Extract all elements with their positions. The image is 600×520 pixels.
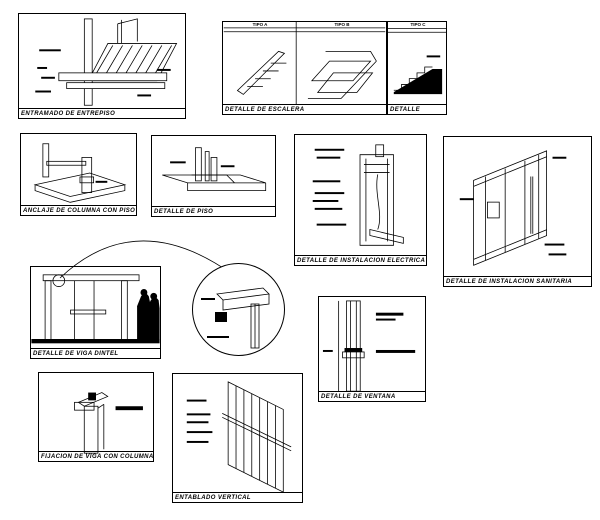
panel-entablado-vertical: ENTABLADO VERTICAL	[172, 373, 303, 503]
caption-instalacion-sanitaria: DETALLE DE INSTALACION SANITARIA	[446, 279, 573, 285]
caption-entramado-entrepiso: ENTRAMADO DE ENTREPISO	[21, 111, 116, 117]
panel-detalle-tipo-c: TIPO C DETALLE	[387, 21, 447, 115]
panel-detalle-ventana: DETALLE DE VENTANA	[318, 296, 426, 402]
zoom-connector	[59, 240, 233, 279]
zoom-detail-drawing	[201, 287, 270, 349]
panel-detalle-piso: DETALLE DE PISO	[151, 135, 276, 217]
header-tipo-c: TIPO C	[410, 22, 426, 27]
header-tipo-b: TIPO B	[334, 22, 350, 27]
panel-viga-dintel: DETALLE DE VIGA DINTEL	[30, 266, 161, 359]
caption-detalle-ventana: DETALLE DE VENTANA	[321, 394, 396, 400]
caption-instalacion-electrica: DETALLE DE INSTALACION ELECTRICA	[297, 258, 426, 264]
panel-anclaje-columna: ANCLAJE DE COLUMNA CON PISO	[20, 133, 137, 216]
entrepiso-drawing	[35, 18, 178, 106]
piso-drawing	[162, 147, 267, 192]
tipo-c-drawing	[388, 27, 446, 95]
electrica-drawing	[312, 144, 404, 246]
panel-instalacion-electrica: DETALLE DE INSTALACION ELECTRICA	[294, 134, 427, 266]
caption-fijacion-viga: FIJACION DE VIGA CON COLUMNA	[41, 454, 154, 460]
caption-viga-dintel: DETALLE DE VIGA DINTEL	[33, 351, 119, 357]
panel-fijacion-viga: FIJACION DE VIGA CON COLUMNA	[38, 372, 154, 462]
viga-dintel-drawing	[31, 274, 160, 344]
ventana-drawing	[322, 300, 416, 392]
caption-detalle: DETALLE	[390, 107, 421, 113]
escalera-drawing	[223, 22, 386, 105]
panel-detalle-escalera: TIPO A TIPO B DETALLE DE ESCALERA	[222, 21, 387, 115]
panel-entramado-entrepiso: ENTRAMADO DE ENTREPISO	[18, 13, 186, 119]
anclaje-drawing	[33, 143, 127, 203]
fijacion-drawing	[74, 392, 143, 454]
sanitaria-drawing	[459, 150, 567, 266]
panel-instalacion-sanitaria: DETALLE DE INSTALACION SANITARIA	[443, 136, 592, 287]
zoom-circle	[192, 263, 285, 356]
caption-entablado-vertical: ENTABLADO VERTICAL	[175, 495, 251, 501]
entablado-drawing	[186, 381, 292, 493]
caption-detalle-piso: DETALLE DE PISO	[154, 209, 214, 215]
caption-anclaje-columna: ANCLAJE DE COLUMNA CON PISO	[23, 208, 136, 214]
caption-detalle-escalera: DETALLE DE ESCALERA	[225, 107, 305, 113]
header-tipo-a: TIPO A	[252, 22, 268, 27]
